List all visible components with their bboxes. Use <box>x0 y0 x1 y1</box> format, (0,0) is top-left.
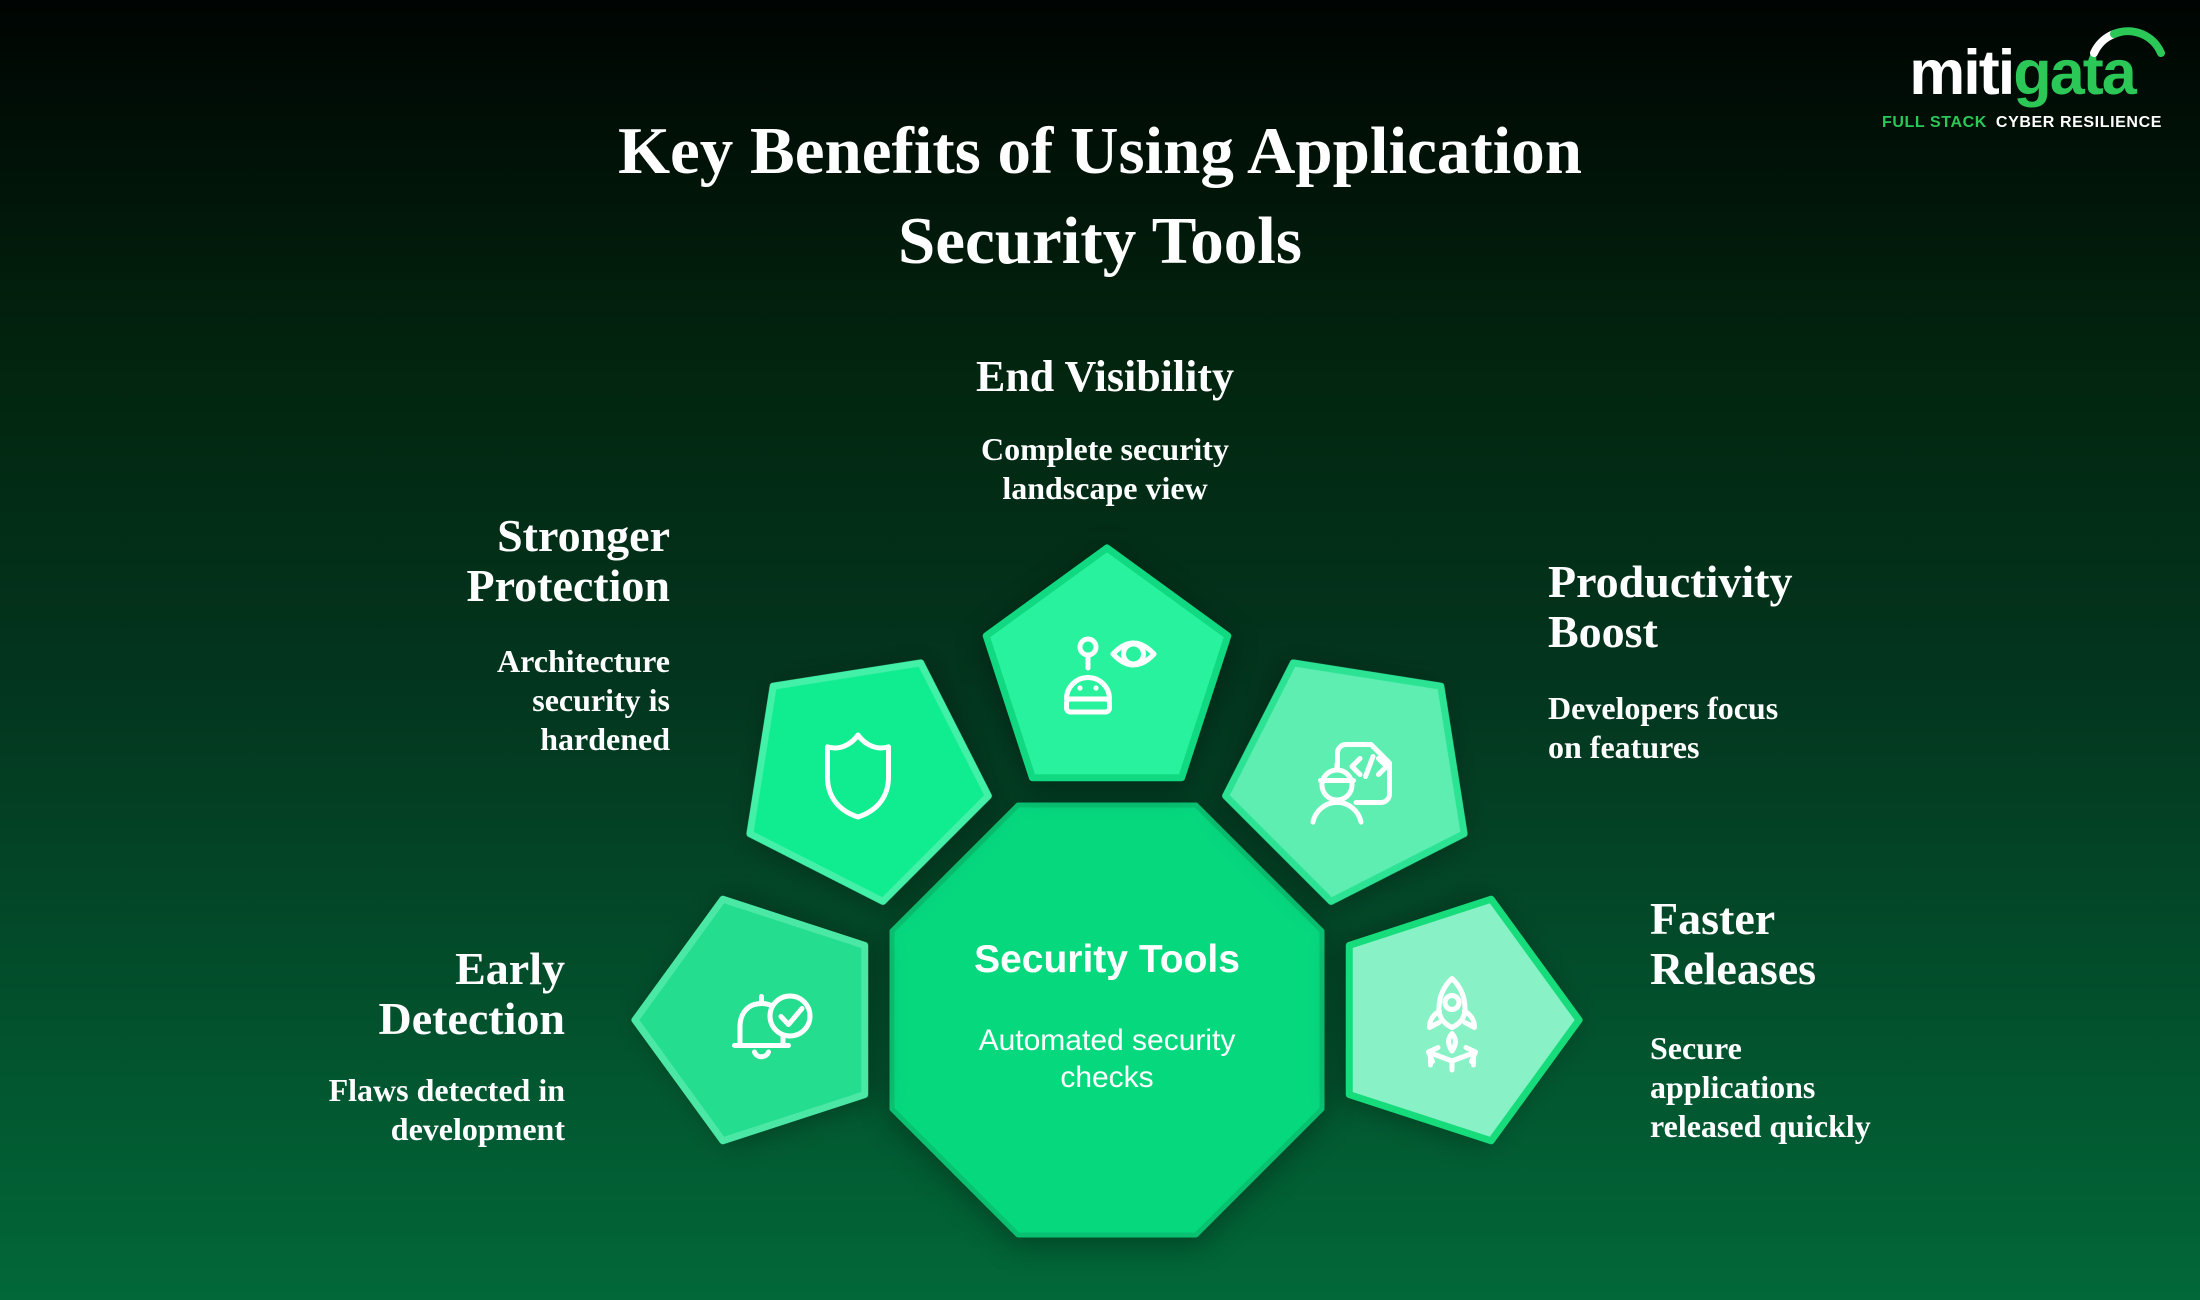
benefit-title: Productivity Boost <box>1548 556 1793 657</box>
tagline-rest: CYBER RESILIENCE <box>1995 114 2162 132</box>
benefit-title: End Visibility <box>975 352 1234 401</box>
logo-wordmark: mitigata <box>1882 40 2162 106</box>
tagline-accent: FULL STACK <box>1881 114 1987 132</box>
benefit-description: Architecture security is hardened <box>497 643 670 757</box>
page-title: Key Benefits of Using Application Securi… <box>617 114 1583 278</box>
logo-word-part2: gata <box>2013 38 2137 108</box>
shield-icon <box>808 723 918 833</box>
benefit-description: Complete security landscape view <box>981 431 1229 506</box>
benefit-description: Secure applications released quickly <box>1650 1030 1871 1144</box>
center-octagon-shape <box>889 802 1325 1238</box>
benefit-early-detection: Early Detection Flaws detected in develo… <box>115 944 565 1149</box>
developer-code-icon <box>1300 725 1410 835</box>
center-octagon-subtitle: Automated security checks <box>978 1024 1236 1094</box>
benefit-description: Developers focus on features <box>1548 690 1779 765</box>
center-octagon-title: Security Tools <box>974 938 1240 981</box>
benefit-title: Stronger Protection <box>466 510 670 611</box>
rocket-launch-icon <box>1397 966 1507 1076</box>
pentagon-early-detection <box>631 895 869 1145</box>
bell-check-icon <box>715 966 825 1076</box>
pentagon-stronger-protection <box>746 659 992 905</box>
logo-tagline: FULL STACK CYBER RESILIENCE <box>1882 114 2162 132</box>
benefit-end-visibility: End Visibility Complete security landsca… <box>805 352 1405 508</box>
benefit-description: Flaws detected in development <box>328 1072 565 1147</box>
benefit-productivity-boost: Productivity Boost Developers focus on f… <box>1548 557 2008 767</box>
benefit-title: Faster Releases <box>1650 893 1817 994</box>
logo-word-part1: miti <box>1909 38 2015 108</box>
mitigata-logo: mitigata FULL STACK CYBER RESILIENCE <box>1882 27 2165 132</box>
pentagon-end-visibility <box>982 544 1232 782</box>
robot-eye-visibility-icon <box>1052 617 1162 727</box>
benefit-stronger-protection: Stronger Protection Architecture securit… <box>220 511 670 759</box>
benefit-faster-releases: Faster Releases Secure applications rele… <box>1650 894 2110 1146</box>
benefit-title: Early Detection <box>378 943 565 1044</box>
logo-signal-arc-icon <box>2090 27 2165 57</box>
